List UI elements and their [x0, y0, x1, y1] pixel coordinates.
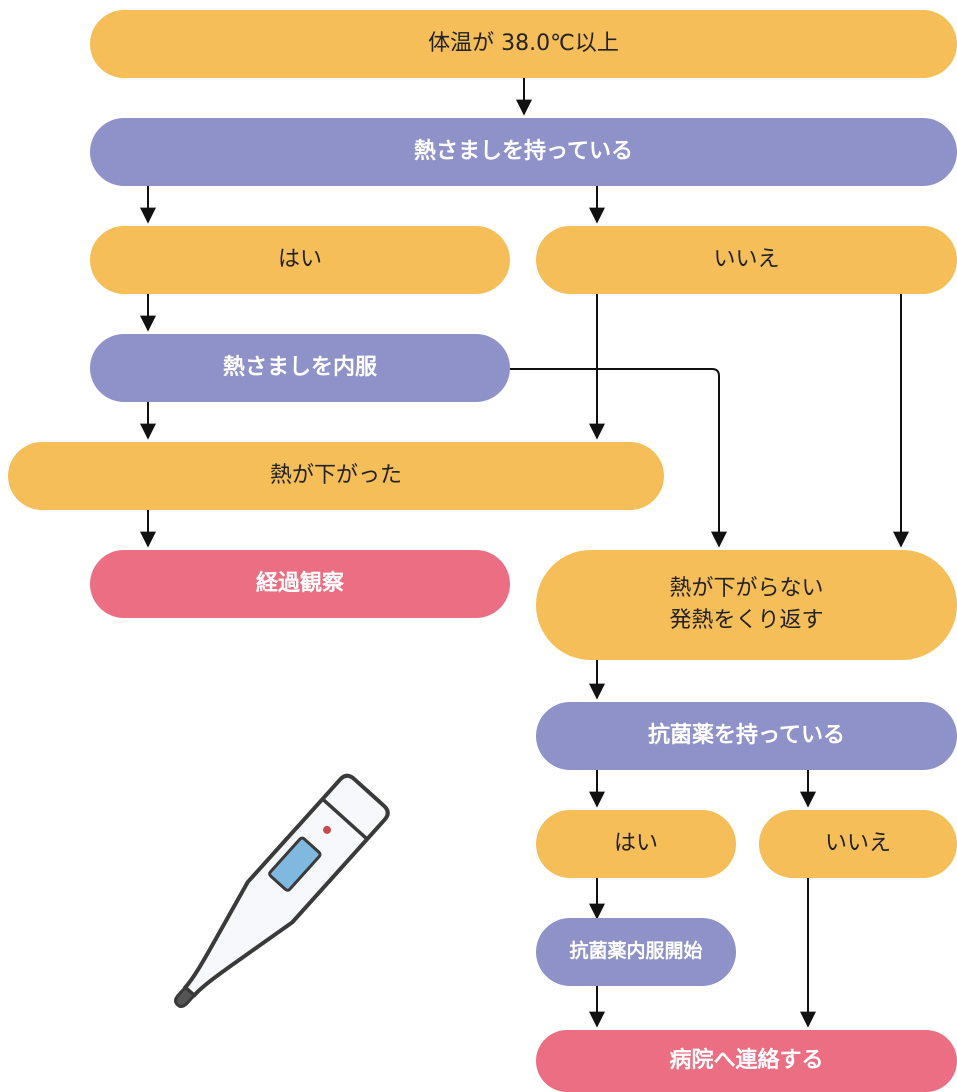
node-observe-label: 経過観察 [255, 571, 344, 597]
node-has-antipyretic: 熱さましを持っている [90, 118, 957, 186]
node-yes-1: はい [90, 226, 510, 294]
node-no-1-label: いいえ [713, 247, 780, 273]
node-has-antibiotic: 抗菌薬を持っている [536, 702, 957, 770]
node-no-2: いいえ [759, 810, 957, 878]
node-fever-down-label: 熱が下がった [269, 463, 402, 489]
node-fever-38: 体温が 38.0℃以上 [90, 10, 957, 78]
node-observe: 経過観察 [90, 550, 510, 618]
node-has-antipyretic-label: 熱さましを持っている [414, 139, 633, 165]
node-fever-38-label: 体温が 38.0℃以上 [428, 31, 619, 57]
node-start-antibiotic-label: 抗菌薬内服開始 [569, 940, 703, 963]
node-yes-2-label: はい [613, 831, 658, 857]
node-yes-2: はい [536, 810, 736, 878]
node-no-1: いいえ [536, 226, 957, 294]
node-fever-not-down: 熱が下がらない 発熱をくり返す [536, 550, 957, 660]
thermometer-icon [174, 773, 390, 1008]
node-contact-hospital: 病院へ連絡する [536, 1030, 957, 1092]
node-no-2-label: いいえ [824, 831, 891, 857]
node-contact-hospital-label: 病院へ連絡する [669, 1048, 824, 1074]
node-start-antibiotic: 抗菌薬内服開始 [536, 918, 736, 986]
node-fever-not-down-label: 熱が下がらない 発熱をくり返す [669, 576, 824, 633]
node-has-antibiotic-label: 抗菌薬を持っている [648, 723, 845, 749]
node-take-antipyretic-label: 熱さましを内服 [222, 355, 377, 381]
arrow-take-to-notdown [510, 368, 727, 548]
node-take-antipyretic: 熱さましを内服 [90, 334, 510, 402]
node-yes-1-label: はい [277, 247, 322, 273]
node-fever-down: 熱が下がった [8, 442, 664, 510]
